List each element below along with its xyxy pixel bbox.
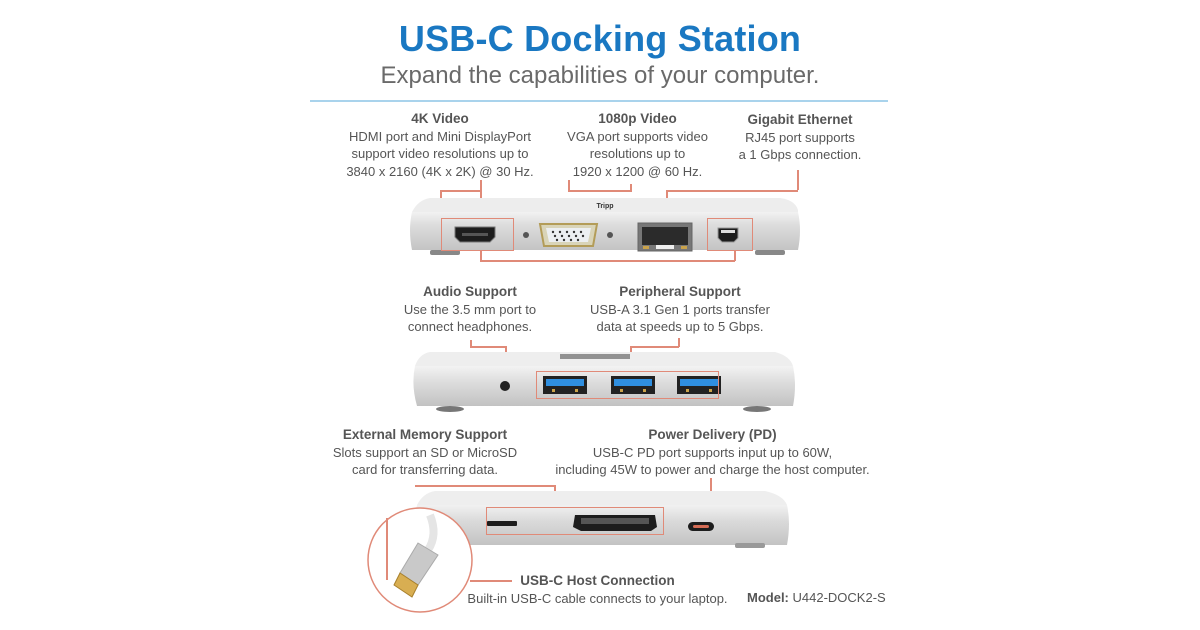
dock-foot [755,250,785,255]
dock-top-surface [417,491,787,505]
callout-heading: Gigabit Ethernet [747,112,853,127]
svg-text:Tripp: Tripp [596,203,613,210]
callout-text: USB-C PD port supports input up to 60W, [592,444,833,460]
callout-heading: Peripheral Support [619,284,741,299]
callout-line [480,251,482,260]
callout-line [630,184,632,192]
callout-text: 3840 x 2160 (4K x 2K) @ 30 Hz. [346,163,534,179]
callout-heading: Audio Support [423,284,517,299]
callout-line [678,338,680,347]
callout-line [415,485,555,487]
callout-line [470,580,512,582]
callout-heading: USB-C Host Connection [520,573,675,588]
page-title: USB-C Docking Station [398,18,802,59]
card-slots-highlight [486,507,664,535]
callout-external-memory: External Memory Support Slots support an… [310,426,540,479]
title-divider [310,100,888,102]
microsd-slot [487,521,517,526]
callout-line [470,346,506,348]
mini-dp-highlight [707,218,753,251]
usb-c-cable-connector [367,507,473,613]
callout-line [666,190,798,192]
docking-station-front-view: Tripp [410,198,800,255]
callout-text: 1920 x 1200 @ 60 Hz. [572,163,703,179]
model-number: Model: U442-DOCK2-S [747,590,886,605]
callout-audio-support: Audio Support Use the 3.5 mm port to con… [385,283,555,336]
callout-line [568,190,630,192]
callout-line [568,180,570,190]
dock-top-surface [412,198,798,212]
hdmi-highlight [441,218,514,251]
page-subtitle: Expand the capabilities of your computer… [380,62,820,89]
callout-heading: 1080p Video [598,111,677,126]
callout-text: Slots support an SD or MicroSD [332,444,518,460]
callout-text: resolutions up to [589,146,686,161]
callout-text: including 45W to power and charge the ho… [555,462,870,477]
usb-a-port [611,376,655,394]
usb-a-port [543,376,587,394]
callout-text: support video resolutions up to [351,146,529,161]
dock-foot [743,406,771,412]
docking-station-back-view [415,491,789,548]
usb-a-ports-highlight [536,371,719,399]
callout-text: VGA port supports video [567,128,708,144]
callout-text: connect headphones. [407,319,533,334]
callout-line [797,170,799,190]
dock-foot [430,250,460,255]
usb-a-port [677,376,721,394]
callout-heading: Power Delivery (PD) [648,427,777,442]
docking-station-side-view [413,352,795,412]
model-label: Model: [747,590,789,605]
callout-text: USB-A 3.1 Gen 1 ports transfer [590,301,770,317]
audio-jack [500,381,510,391]
dock-body [410,212,800,250]
callout-text: Use the 3.5 mm port to [403,301,537,317]
callout-peripheral-support: Peripheral Support USB-A 3.1 Gen 1 ports… [565,283,795,336]
callout-text: HDMI port and Mini DisplayPort [348,128,532,144]
callout-power-delivery: Power Delivery (PD) USB-C PD port suppor… [535,426,890,479]
callout-1080p-video: 1080p Video VGA port supports video reso… [555,110,720,180]
dock-foot [436,406,464,412]
callout-line [734,251,736,261]
callout-heading: External Memory Support [342,427,508,442]
callout-line [630,346,679,348]
callout-line [440,190,480,192]
callout-line [386,518,388,580]
callout-text: RJ45 port supports [745,129,855,145]
callout-heading: 4K Video [411,111,469,126]
model-value: U442-DOCK2-S [792,590,886,605]
callout-gigabit-ethernet: Gigabit Ethernet RJ45 port supports a 1 … [725,111,875,164]
callout-text: Built-in USB-C cable connects to your la… [467,590,728,606]
callout-line [480,260,735,262]
callout-text: card for transferring data. [352,462,498,477]
callout-text: data at speeds up to 5 Gbps. [596,319,764,334]
callout-text: a 1 Gbps connection. [738,147,862,162]
callout-line [470,340,472,347]
callout-4k-video: 4K Video HDMI port and Mini DisplayPort … [335,110,545,180]
callout-usb-c-host: USB-C Host Connection Built-in USB-C cab… [455,572,740,607]
